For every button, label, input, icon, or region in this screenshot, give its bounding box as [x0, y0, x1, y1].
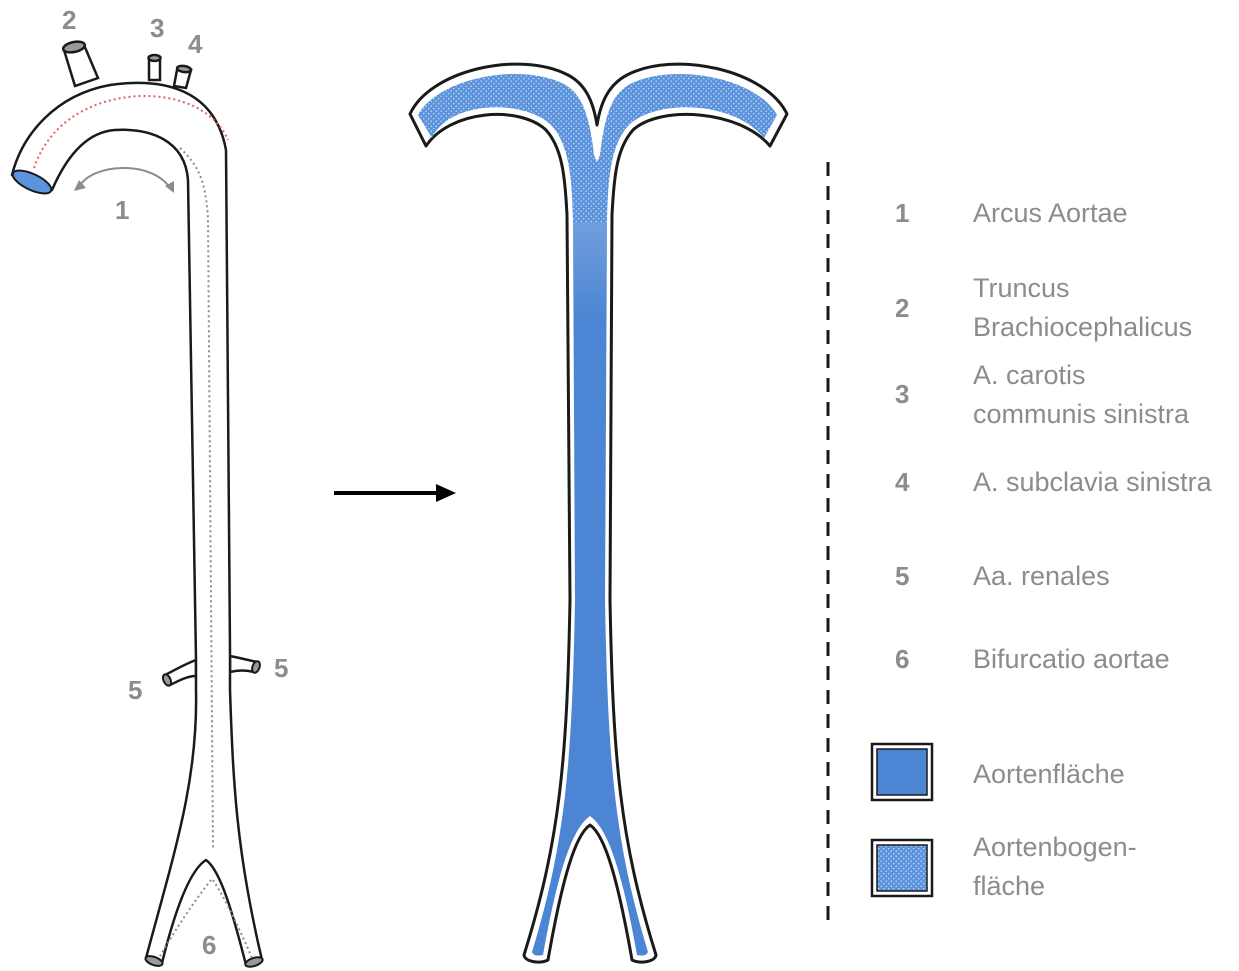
- aorta-outline: [12, 83, 262, 965]
- legend-item-4: 4 A. subclavia sinistra: [895, 467, 1213, 497]
- carotis-branch: [149, 55, 161, 80]
- legend-swatch-label: fläche: [973, 871, 1045, 901]
- legend-text: A. subclavia sinistra: [973, 467, 1213, 497]
- legend-swatch-label: Aortenbogen-: [973, 832, 1137, 862]
- legend-swatch-label: Aortenfläche: [973, 759, 1125, 789]
- legend-text: Arcus Aortae: [973, 198, 1128, 228]
- legend-item-5: 5 Aa. renales: [895, 561, 1110, 591]
- legend-swatch-solid: Aortenfläche: [872, 744, 1125, 800]
- legend-text: Aa. renales: [973, 561, 1110, 591]
- unfolded-aorta: [410, 64, 787, 962]
- legend-number: 2: [895, 293, 909, 323]
- legend-text: Brachiocephalicus: [973, 312, 1192, 342]
- legend-text: A. carotis: [973, 360, 1086, 390]
- legend-text: communis sinistra: [973, 399, 1190, 429]
- legend-item-3: 3 A. carotis communis sinistra: [895, 360, 1190, 429]
- arch-span-arrow: [74, 168, 174, 193]
- label-carotis: 3: [150, 13, 164, 43]
- legend-item-2: 2 Truncus Brachiocephalicus: [895, 273, 1192, 342]
- aorta-area-solid: [532, 222, 648, 956]
- legend-number: 6: [895, 644, 909, 674]
- legend-number: 5: [895, 561, 909, 591]
- legend-swatch-stippled: Aortenbogen- fläche: [872, 832, 1137, 901]
- label-arcus: 1: [115, 195, 129, 225]
- truncus-branch: [62, 40, 98, 86]
- transform-arrow: [334, 484, 456, 502]
- legend-text: Bifurcatio aortae: [973, 644, 1170, 674]
- legend-text: Truncus: [973, 273, 1070, 303]
- legend-number: 4: [895, 467, 910, 497]
- renal-branch-right: [230, 656, 261, 674]
- subclavia-branch: [174, 65, 191, 88]
- legend: 1 Arcus Aortae 2 Truncus Brachiocephalic…: [872, 198, 1213, 901]
- legend-number: 1: [895, 198, 909, 228]
- renal-branch-left: [161, 660, 196, 687]
- legend-number: 3: [895, 379, 909, 409]
- legend-item-6: 6 Bifurcatio aortae: [895, 644, 1170, 674]
- label-truncus: 2: [62, 5, 76, 35]
- label-renal-left: 5: [128, 675, 142, 705]
- label-subclavia: 4: [188, 29, 203, 59]
- left-aorta-schematic: 1 2 3 4 5 5 6: [10, 5, 289, 969]
- legend-item-1: 1 Arcus Aortae: [895, 198, 1128, 228]
- label-renal-right: 5: [274, 653, 288, 683]
- label-bifurcation: 6: [202, 930, 216, 960]
